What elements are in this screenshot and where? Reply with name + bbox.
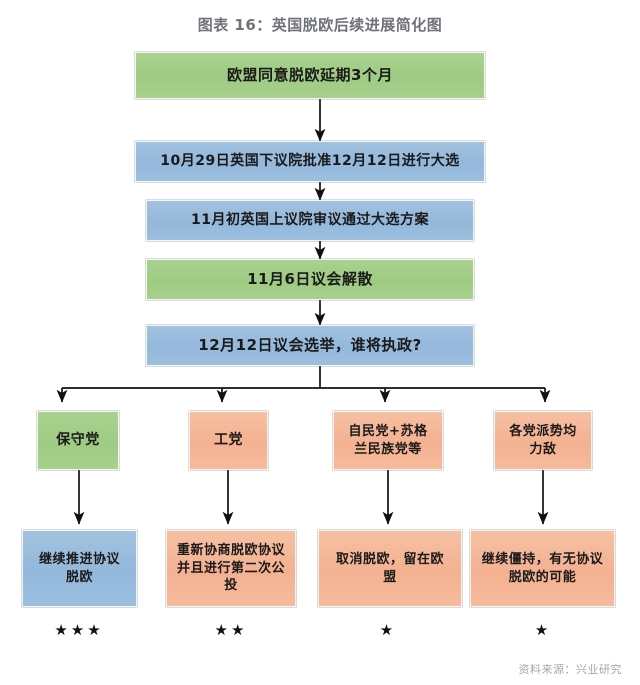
flow-node-branch2-result[interactable]: 重新协商脱欧协议并且进行第二次公投: [166, 530, 296, 607]
flow-node-step1[interactable]: 欧盟同意脱欧延期3个月: [135, 52, 485, 99]
flow-node-step3[interactable]: 11月初英国上议院审议通过大选方案: [146, 200, 474, 241]
flow-node-branch3-result[interactable]: 取消脱欧，留在欧盟: [318, 530, 462, 607]
flow-node-step2[interactable]: 10月29日英国下议院批准12月12日进行大选: [135, 141, 485, 182]
page-title: 图表 16：英国脱欧后续进展简化图: [197, 16, 443, 34]
flow-node-branch2-outcome[interactable]: 工党: [189, 411, 268, 470]
flow-node-step5[interactable]: 12月12日议会选举，谁将执政?: [146, 325, 474, 366]
flow-node-branch4-outcome[interactable]: 各党派势均力敌: [494, 411, 592, 470]
star-rating-branch4: ★: [534, 621, 552, 639]
star-rating-branch2: ★★: [214, 621, 248, 639]
star-rating-branch1: ★★★: [54, 621, 104, 639]
flow-node-branch1-outcome[interactable]: 保守党: [37, 411, 119, 470]
flow-node-branch1-result[interactable]: 继续推进协议脱欧: [22, 530, 137, 607]
flow-node-branch4-result[interactable]: 继续僵持，有无协议脱欧的可能: [470, 530, 615, 607]
flow-node-step4[interactable]: 11月6日议会解散: [146, 259, 474, 300]
star-rating-branch3: ★: [379, 621, 397, 639]
source-note: 资料来源：兴业研究: [518, 663, 622, 676]
flow-node-branch3-outcome[interactable]: 自民党+苏格兰民族党等: [333, 411, 443, 470]
